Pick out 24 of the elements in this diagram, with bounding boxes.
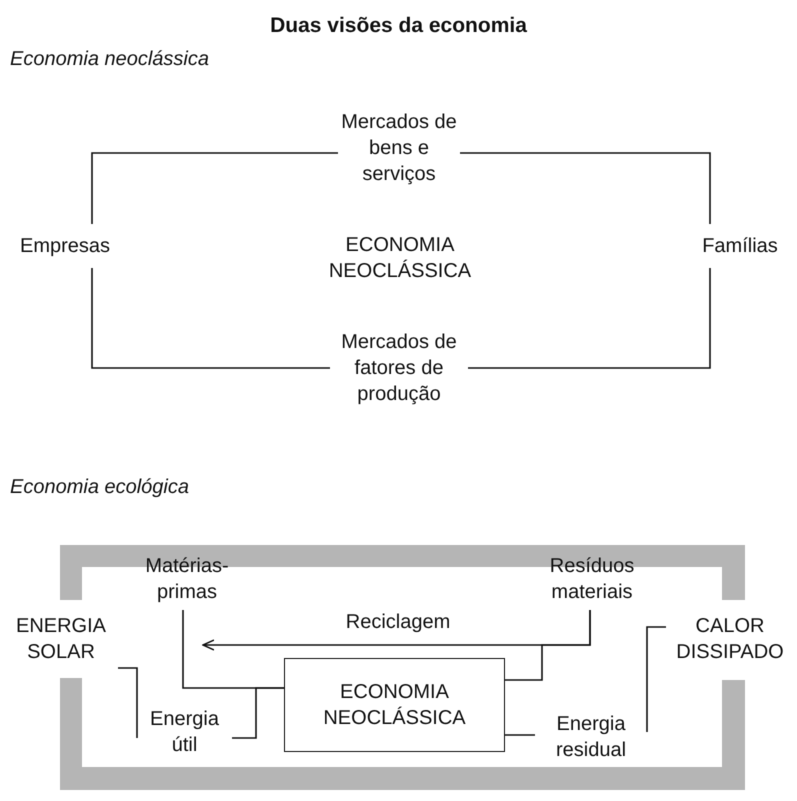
center-label: ECONOMIA NEOCLÁSSICA	[328, 233, 472, 284]
node-label: Empresas	[6, 224, 124, 268]
connector-line	[91, 152, 338, 224]
connector-line	[91, 268, 330, 369]
node-label: Mercados de fatores de produção	[330, 320, 468, 416]
connector-line	[468, 268, 711, 369]
node-label: Energia útil	[137, 698, 232, 766]
node-label: Mercados de bens e serviços	[338, 92, 460, 204]
connector-line	[182, 610, 284, 689]
node-label: Energia residual	[535, 704, 647, 770]
node-label: ENERGIA SOLAR	[4, 606, 118, 672]
node-label: CALOR DISSIPADO	[666, 606, 794, 672]
connector-line	[460, 152, 711, 224]
node-label: Matérias-primas	[128, 548, 246, 610]
economy-box: ECONOMIA NEOCLÁSSICA	[284, 658, 505, 752]
section-heading: Economia neoclássica	[10, 47, 209, 72]
connector-line	[118, 667, 138, 739]
connector-line	[505, 734, 535, 736]
node-label: Resíduos materiais	[535, 548, 649, 610]
arrow	[202, 610, 591, 651]
node-label: Famílias	[690, 224, 790, 268]
diagram-title: Duas visões da economia	[269, 13, 528, 39]
connector-line	[646, 626, 666, 733]
section-heading: Economia ecológica	[10, 475, 189, 500]
